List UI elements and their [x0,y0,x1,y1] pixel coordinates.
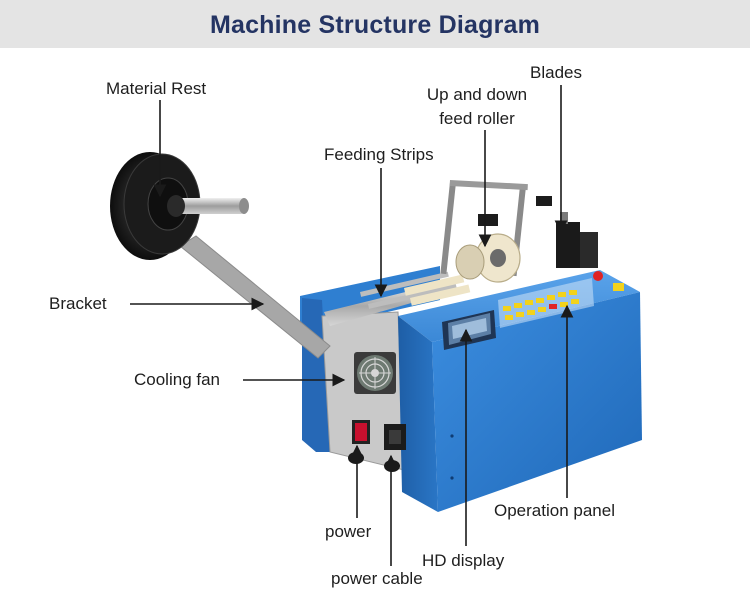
title-bar [0,0,750,48]
cooling-fan-icon [354,352,396,394]
label-cooling-fan: Cooling fan [134,370,221,389]
power-switch-icon [352,420,370,444]
label-operation-panel: Operation panel [494,501,615,520]
machine-body [300,266,642,512]
machine-foot [348,452,364,464]
bracket-arm [179,235,331,359]
label-blades: Blades [530,63,582,82]
label-feed-roller-line2: feed roller [439,109,515,128]
screw [450,476,454,480]
emergency-button-icon [593,271,603,281]
label-feeding-strips: Feeding Strips [324,145,434,164]
front-side-face [398,316,438,512]
label-feed-roller-line1: Up and down [426,85,528,104]
start-button-icon [613,283,624,291]
label-bracket: Bracket [49,294,107,313]
machine-foot [384,460,400,472]
label-material-rest: Material Rest [106,79,207,98]
label-power-cable: power cable [331,569,423,588]
screw [450,434,454,438]
label-power: power [325,522,372,541]
operation-panel-icon [498,271,624,328]
leader-lines [130,85,574,566]
page-title: Machine Structure Diagram [209,11,541,39]
material-rest-reel-icon [110,152,249,260]
front-face [432,292,642,512]
label-hd-display: HD display [422,551,505,570]
power-socket-icon [384,424,406,450]
